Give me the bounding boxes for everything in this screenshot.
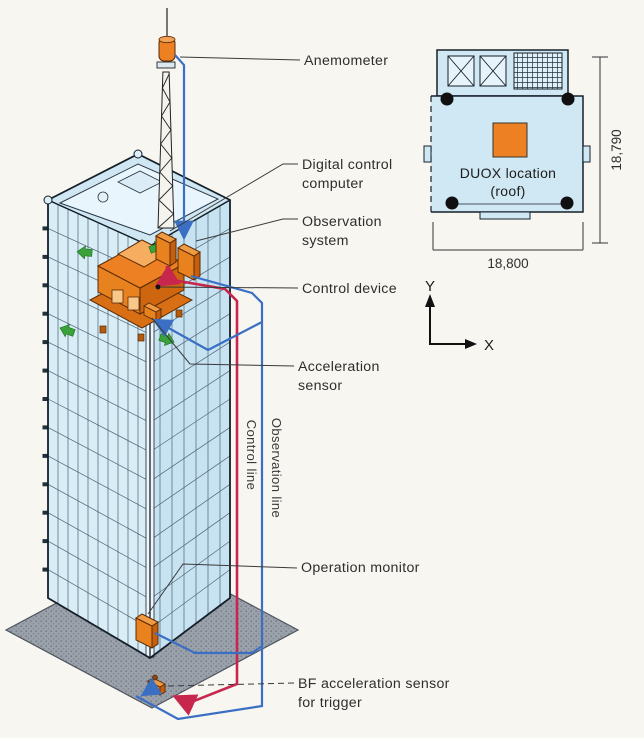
acceleration-sensor-label-2: sensor [298, 378, 342, 394]
observation-line-ground-loop [135, 652, 264, 721]
roof-plan-right-tab [582, 145, 591, 163]
observation-line-monitor-branch [154, 632, 263, 655]
stair-core-icon [513, 52, 563, 90]
anemometer-device [158, 35, 176, 62]
x-axis-arrow-icon [465, 339, 477, 349]
observation-system-label-2: system [302, 233, 349, 249]
acceleration-sensor-label-1: Acceleration [298, 359, 380, 375]
left-edge-floor-notches [42, 226, 49, 572]
building-tower [42, 149, 232, 660]
observation-line-accel-branch [152, 318, 263, 352]
observation-line-main [190, 274, 264, 652]
y-axis-arrow-icon [425, 294, 435, 307]
parapet-corner-post-back [133, 149, 143, 159]
digital-control-computer-box [155, 231, 177, 267]
digital-control-computer-label-1: Digital control [302, 157, 392, 173]
observation-system-box [177, 243, 201, 281]
depth-dimension-label: 18,790 [609, 129, 624, 170]
parapet-corner-post-left [43, 195, 53, 205]
bf-acceleration-sensor-label-2: for trigger [298, 695, 362, 711]
observation-line-bf-arrow [140, 677, 163, 697]
observation-line-route [135, 54, 264, 721]
x-axis-label: X [484, 337, 494, 354]
duox-location-square [492, 122, 528, 158]
duox-location-label-1: DUOX location [460, 165, 557, 181]
roof-vent-cylinder [97, 191, 109, 203]
roof-plan: DUOX location (roof) 18,790 18,800 [423, 49, 624, 271]
motion-arrow-left-up-icon [76, 245, 93, 260]
operation-monitor-label: Operation monitor [301, 560, 420, 576]
right-face-window-grid [149, 205, 231, 651]
width-dimension-label: 18,800 [487, 256, 528, 271]
width-dimension [432, 222, 584, 251]
acceleration-sensor-device [143, 302, 162, 322]
operation-monitor-device [135, 613, 159, 649]
component-labels: Anemometer Digital control computer Obse… [244, 53, 450, 711]
roof-plan-left-tab [423, 145, 432, 163]
axis-indicator: Y X [425, 278, 494, 354]
roof-plan-bottom-tab [479, 211, 531, 220]
y-axis-label: Y [425, 278, 435, 295]
building-right-face [150, 200, 230, 658]
anemometer-label: Anemometer [304, 53, 388, 69]
duox-location-label-2: (roof) [490, 183, 525, 199]
mast-lattice-bracing [157, 73, 175, 229]
roof-parapet-inner [58, 163, 220, 236]
motion-arrow-left-down-icon [59, 324, 76, 338]
label-leader-lines [147, 56, 301, 687]
control-device-label: Control device [302, 281, 397, 297]
bf-acceleration-sensor-label-1: BF acceleration sensor [298, 676, 450, 692]
elevator-shaft-icon [447, 55, 507, 87]
depth-dimension [592, 56, 608, 244]
observation-system-label-1: Observation [302, 214, 382, 230]
control-line-label: Control line [244, 420, 259, 491]
observation-line-anemometer [174, 54, 194, 241]
mast-top-platform [156, 61, 176, 69]
digital-control-computer-label-2: computer [302, 176, 364, 192]
control-device-leader-dot [155, 284, 161, 290]
roof-plan-corner-columns [440, 92, 575, 210]
observation-line-label: Observation line [269, 418, 284, 518]
anemometer-mast [156, 8, 176, 229]
